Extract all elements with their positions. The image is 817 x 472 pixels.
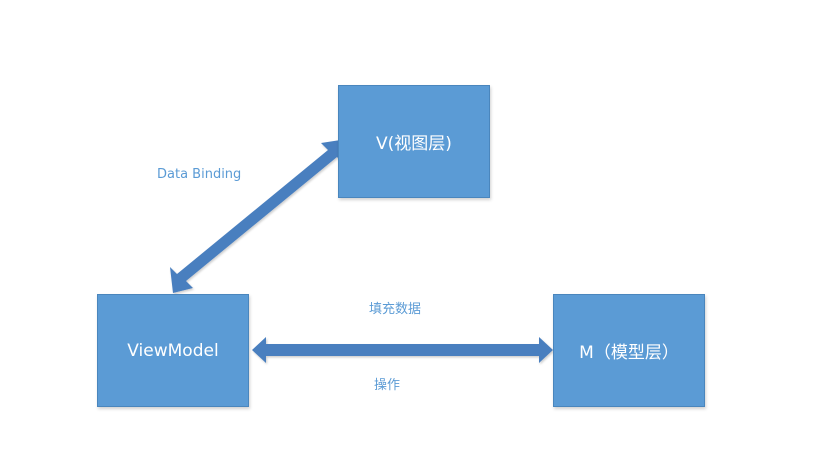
fill-data-label: 填充数据: [369, 302, 422, 317]
double-arrow-viewmodel-model: [252, 337, 553, 363]
view-layer-box: V(视图层): [338, 85, 490, 198]
viewmodel-box: ViewModel: [97, 294, 249, 407]
viewmodel-label: ViewModel: [127, 340, 219, 361]
operate-label: 操作: [374, 378, 401, 393]
double-arrow-view-viewmodel: [170, 139, 347, 293]
data-binding-label: Data Binding: [157, 167, 242, 182]
view-layer-label: V(视图层): [376, 134, 452, 154]
model-layer-label: M（模型层）: [579, 343, 679, 363]
model-layer-box: M（模型层）: [553, 294, 705, 407]
